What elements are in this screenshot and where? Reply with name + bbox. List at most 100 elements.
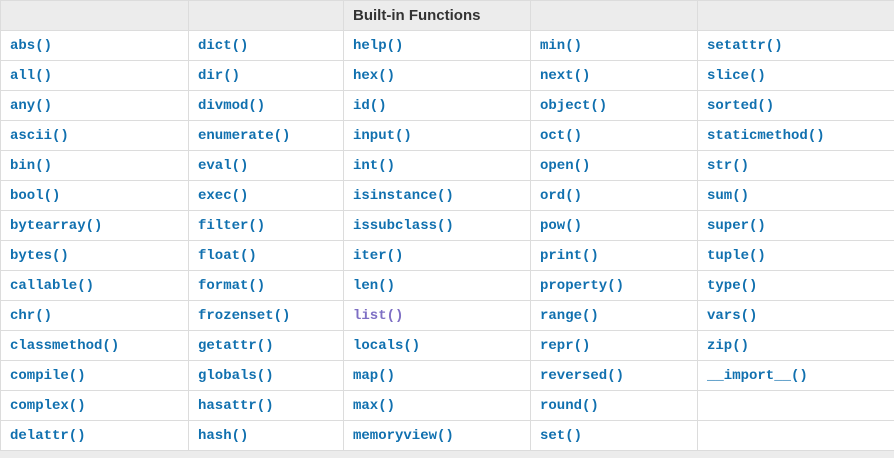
function-link[interactable]: bytes() (10, 247, 69, 264)
function-link[interactable]: hash() (198, 427, 249, 444)
function-link[interactable]: min() (540, 37, 583, 54)
function-link[interactable]: input() (353, 127, 412, 144)
table-cell: ascii() (0, 120, 189, 151)
function-link[interactable]: set() (540, 427, 583, 444)
function-link[interactable]: print() (540, 247, 599, 264)
function-link[interactable]: zip() (707, 337, 750, 354)
function-link[interactable]: globals() (198, 367, 274, 384)
function-link[interactable]: callable() (10, 277, 95, 294)
function-link[interactable]: bin() (10, 157, 53, 174)
function-link[interactable]: len() (353, 277, 396, 294)
function-link[interactable]: issubclass() (353, 217, 454, 234)
table-cell: compile() (0, 360, 189, 391)
table-cell: tuple() (697, 240, 894, 271)
table-cell: super() (697, 210, 894, 241)
function-link[interactable]: reversed() (540, 367, 625, 384)
table-row: bin() eval() int() open() str() (0, 150, 894, 181)
table-cell: slice() (697, 60, 894, 91)
function-link[interactable]: repr() (540, 337, 591, 354)
function-link[interactable]: iter() (353, 247, 404, 264)
function-link[interactable]: ascii() (10, 127, 69, 144)
function-link[interactable]: float() (198, 247, 257, 264)
function-link[interactable]: round() (540, 397, 599, 414)
function-link[interactable]: delattr() (10, 427, 86, 444)
table-cell: type() (697, 270, 894, 301)
function-link[interactable]: bytearray() (10, 217, 103, 234)
table-cell: bin() (0, 150, 189, 181)
function-link[interactable]: hex() (353, 67, 396, 84)
function-link[interactable]: id() (353, 97, 387, 114)
function-link[interactable]: isinstance() (353, 187, 454, 204)
function-link[interactable]: int() (353, 157, 396, 174)
function-link[interactable]: list() (353, 307, 404, 324)
table-cell: bool() (0, 180, 189, 211)
function-link[interactable]: vars() (707, 307, 758, 324)
function-link[interactable]: dict() (198, 37, 249, 54)
table-cell: any() (0, 90, 189, 121)
table-row: bytearray() filter() issubclass() pow() supe… (0, 210, 894, 241)
function-link[interactable]: enumerate() (198, 127, 291, 144)
header-cell-empty (0, 0, 189, 31)
table-cell: set() (530, 420, 698, 451)
function-link[interactable]: __import__() (707, 367, 808, 384)
table-cell: filter() (188, 210, 344, 241)
table-cell: oct() (530, 120, 698, 151)
function-link[interactable]: eval() (198, 157, 249, 174)
table-cell: input() (343, 120, 531, 151)
bottom-strip (0, 451, 894, 458)
function-link[interactable]: max() (353, 397, 396, 414)
function-link[interactable]: pow() (540, 217, 583, 234)
function-link[interactable]: getattr() (198, 337, 274, 354)
function-link[interactable]: any() (10, 97, 53, 114)
function-link[interactable]: locals() (353, 337, 421, 354)
function-link[interactable]: hasattr() (198, 397, 274, 414)
table-cell: max() (343, 390, 531, 421)
table-cell: str() (697, 150, 894, 181)
function-link[interactable]: sum() (707, 187, 750, 204)
function-link[interactable]: dir() (198, 67, 241, 84)
function-link[interactable]: open() (540, 157, 591, 174)
function-link[interactable]: frozenset() (198, 307, 291, 324)
function-link[interactable]: setattr() (707, 37, 783, 54)
function-link[interactable]: type() (707, 277, 758, 294)
function-link[interactable]: exec() (198, 187, 249, 204)
function-link[interactable]: super() (707, 217, 766, 234)
function-link[interactable]: map() (353, 367, 396, 384)
table-cell: len() (343, 270, 531, 301)
table-cell: all() (0, 60, 189, 91)
function-link[interactable]: oct() (540, 127, 583, 144)
function-link[interactable]: object() (540, 97, 608, 114)
function-link[interactable]: tuple() (707, 247, 766, 264)
table-row: bytes() float() iter() print() tuple() (0, 240, 894, 271)
function-link[interactable]: help() (353, 37, 404, 54)
table-cell: round() (530, 390, 698, 421)
table-cell: list() (343, 300, 531, 331)
function-link[interactable]: staticmethod() (707, 127, 825, 144)
table-cell: zip() (697, 330, 894, 361)
function-link[interactable]: complex() (10, 397, 86, 414)
function-link[interactable]: bool() (10, 187, 61, 204)
function-link[interactable]: property() (540, 277, 625, 294)
function-link[interactable]: filter() (198, 217, 266, 234)
function-link[interactable]: sorted() (707, 97, 775, 114)
function-link[interactable]: memoryview() (353, 427, 454, 444)
function-link[interactable]: ord() (540, 187, 583, 204)
function-link[interactable]: format() (198, 277, 266, 294)
function-link[interactable]: next() (540, 67, 591, 84)
function-link[interactable]: divmod() (198, 97, 266, 114)
function-link[interactable]: abs() (10, 37, 53, 54)
function-link[interactable]: classmethod() (10, 337, 120, 354)
table-cell: locals() (343, 330, 531, 361)
table-cell: min() (530, 30, 698, 61)
function-link[interactable]: range() (540, 307, 599, 324)
header-cell-empty (530, 0, 698, 31)
function-link[interactable]: slice() (707, 67, 766, 84)
function-link[interactable]: compile() (10, 367, 86, 384)
function-link[interactable]: str() (707, 157, 750, 174)
table-cell: staticmethod() (697, 120, 894, 151)
table-cell: object() (530, 90, 698, 121)
function-link[interactable]: all() (10, 67, 53, 84)
table-row: classmethod() getattr() locals() repr() zip(… (0, 330, 894, 361)
function-link[interactable]: chr() (10, 307, 53, 324)
